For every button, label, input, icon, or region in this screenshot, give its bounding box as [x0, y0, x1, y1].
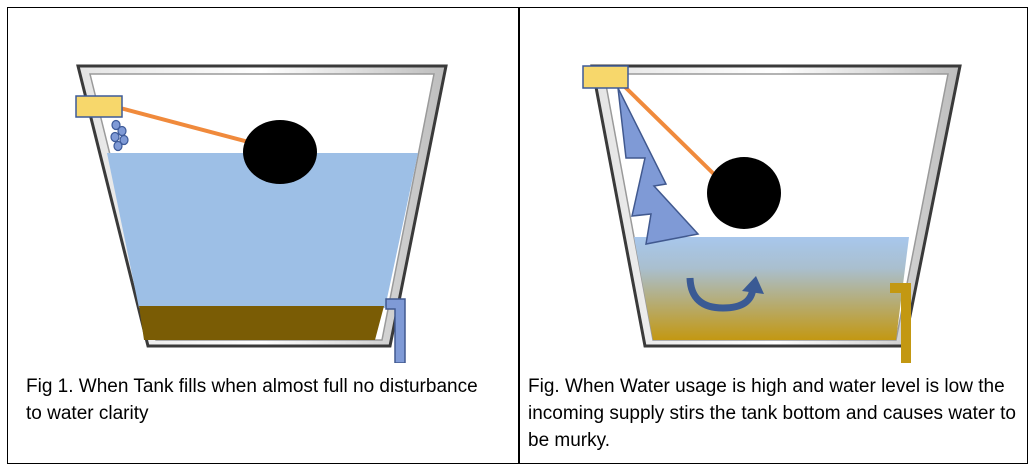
sediment-layer	[139, 306, 384, 340]
outlet-pipe	[890, 283, 911, 363]
figure-1-caption: Fig 1. When Tank fills when almost full …	[26, 376, 478, 424]
murky-water	[634, 237, 909, 340]
figure-table-border	[7, 7, 1028, 464]
figure-1-panel: Fig 1. When Tank fills when almost full …	[8, 8, 518, 463]
float-ball	[243, 120, 317, 184]
clear-water	[107, 153, 418, 308]
column-divider	[518, 7, 520, 464]
float-ball	[707, 157, 781, 229]
figure-2-panel: Fig. When Water usage is high and water …	[520, 8, 1027, 463]
inlet-valve	[75, 95, 123, 118]
figure-2-diagram	[582, 64, 962, 363]
figure-2-caption: Fig. When Water usage is high and water …	[528, 376, 1016, 451]
outlet-pipe	[385, 298, 406, 363]
float-arm	[622, 84, 726, 186]
float-arm	[119, 106, 257, 146]
inlet-droplets	[110, 119, 129, 152]
incoming-stream	[617, 87, 700, 245]
swirl-arrow	[686, 277, 757, 312]
figure-1-diagram	[75, 64, 448, 363]
inlet-valve	[582, 65, 629, 89]
swirl-arrowhead	[742, 276, 764, 294]
